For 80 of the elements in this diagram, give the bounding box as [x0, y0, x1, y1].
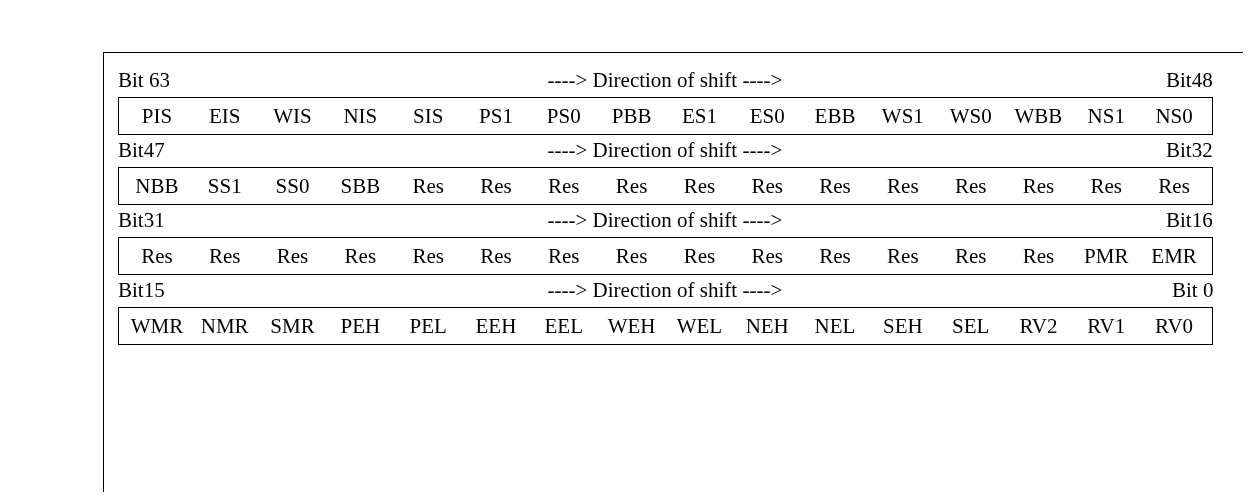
bit-number-label: Bit15	[118, 278, 165, 302]
bit-field-name: PBB	[610, 103, 653, 129]
bit-field-name: RV1	[1086, 313, 1127, 339]
bit-field-name: Res	[1157, 173, 1191, 199]
bit-field-name: SEH	[882, 313, 924, 339]
bit-field-name: NS0	[1154, 103, 1194, 129]
bit-field-name: SMR	[269, 313, 316, 339]
bit-field-name: SS1	[206, 173, 243, 199]
bit-field-name: Res	[411, 173, 445, 199]
register-row	[118, 97, 1213, 135]
bit-field-name: EMR	[1150, 243, 1198, 269]
bit-field-name: NEL	[813, 313, 857, 339]
bit-field-name: ES0	[748, 103, 786, 129]
bit-field-name: WS0	[948, 103, 993, 129]
bit-field-name: Res	[682, 173, 717, 199]
bit-field-name: Res	[207, 243, 242, 269]
bit-field-name: Res	[140, 243, 174, 269]
bit-field-name: NS1	[1086, 103, 1126, 129]
bit-field-name: RV0	[1154, 313, 1195, 339]
bit-field-name: Res	[1089, 173, 1124, 199]
shift-direction-note: ----> Direction of shift ---->	[547, 208, 783, 232]
register-row	[118, 237, 1213, 275]
bit-field-name: PS1	[478, 103, 514, 129]
bit-field-name: Res	[547, 173, 581, 199]
bit-field-name: PMR	[1083, 243, 1130, 269]
bit-field-name: Res	[818, 243, 852, 269]
bit-field-name: Res	[682, 243, 717, 269]
bit-field-name: Res	[750, 243, 784, 269]
bit-field-name: EEL	[543, 313, 584, 339]
bit-field-name: Res	[614, 243, 649, 269]
bit-number-label: Bit31	[118, 208, 165, 232]
bit-field-name: ES1	[680, 103, 718, 129]
bit-field-name: EIS	[207, 103, 242, 129]
bit-field-name: PEL	[408, 313, 448, 339]
bit-field-name: EBB	[813, 103, 857, 129]
shift-direction-note: ----> Direction of shift ---->	[547, 138, 783, 162]
bit-field-name: WMR	[129, 313, 185, 339]
bit-number-label: Bit32	[1166, 138, 1213, 162]
bit-field-name: WEH	[606, 313, 657, 339]
bit-field-name: WBB	[1013, 103, 1064, 129]
bit-field-name: Res	[953, 173, 988, 199]
bit-field-name: SEL	[951, 313, 991, 339]
bit-field-name: NMR	[199, 313, 250, 339]
bit-field-name: Res	[479, 173, 513, 199]
bit-field-name: Res	[750, 173, 784, 199]
bit-field-name: Res	[818, 173, 852, 199]
bit-field-name: SS0	[274, 173, 311, 199]
register-row	[118, 167, 1213, 205]
bit-number-label: Bit16	[1166, 208, 1213, 232]
bit-field-name: Res	[614, 173, 649, 199]
bit-field-name: EEH	[474, 313, 518, 339]
register-row	[118, 307, 1213, 345]
bit-field-name: NBB	[134, 173, 180, 199]
bit-field-name: PS0	[545, 103, 582, 129]
bit-field-name: Res	[1021, 243, 1056, 269]
bit-field-name: NEH	[744, 313, 790, 339]
bit-number-label: Bit 63	[118, 68, 170, 92]
bit-number-label: Bit48	[1166, 68, 1213, 92]
bit-number-label: Bit 0	[1172, 278, 1214, 302]
bit-field-name: WIS	[272, 103, 313, 129]
bit-field-name: Res	[886, 173, 920, 199]
bit-field-name: SIS	[411, 103, 445, 129]
bit-field-name: Res	[343, 243, 378, 269]
bit-number-label: Bit47	[118, 138, 165, 162]
bit-field-name: Res	[886, 243, 920, 269]
bit-field-name: Res	[1021, 173, 1056, 199]
bit-field-name: SBB	[339, 173, 382, 199]
bit-field-name: WEL	[675, 313, 724, 339]
bit-field-name: Res	[411, 243, 445, 269]
bit-field-name: PIS	[140, 103, 174, 129]
bit-field-name: Res	[275, 243, 310, 269]
bit-field-name: RV2	[1018, 313, 1059, 339]
bit-field-name: Res	[953, 243, 988, 269]
shift-direction-note: ----> Direction of shift ---->	[547, 278, 783, 302]
bit-field-name: PEH	[339, 313, 382, 339]
bit-field-name: WS1	[880, 103, 925, 129]
shift-direction-note: ----> Direction of shift ---->	[547, 68, 783, 92]
bit-field-name: NIS	[342, 103, 379, 129]
bit-field-name: Res	[547, 243, 581, 269]
bit-field-name: Res	[479, 243, 513, 269]
